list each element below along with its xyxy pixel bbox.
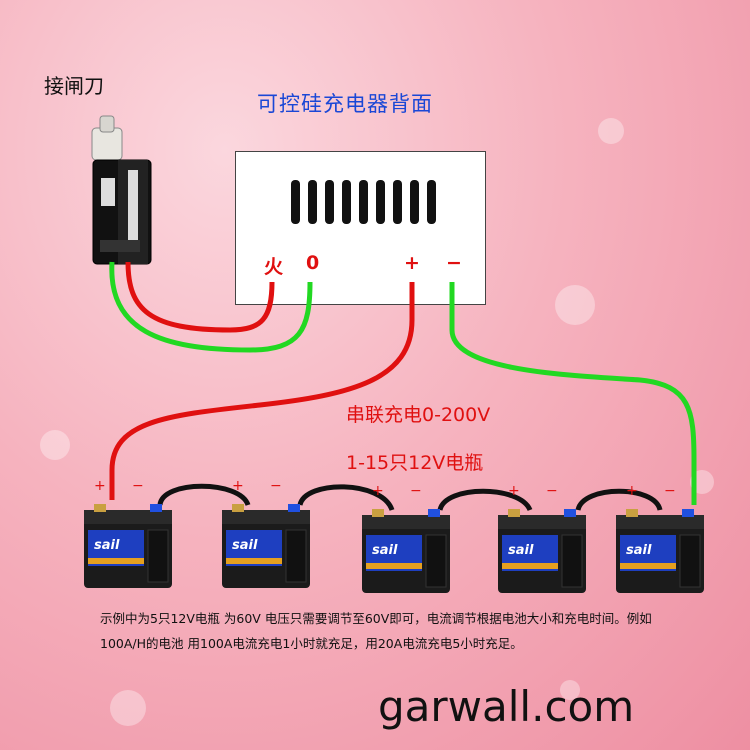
battery-plus-mark: + (94, 478, 106, 494)
vent-slot (376, 180, 385, 224)
charger-label: 可控硅充电器背面 (257, 92, 433, 116)
bubble-decoration (690, 470, 714, 494)
bubble-decoration (110, 690, 146, 726)
battery-minus-mark: − (664, 483, 676, 499)
battery-minus-mark: − (132, 478, 144, 494)
battery-shape (84, 504, 172, 588)
terminal-positive: + (404, 252, 420, 274)
battery-plus-mark: + (372, 483, 384, 499)
bubble-decoration (555, 285, 595, 325)
vent-slot (359, 180, 368, 224)
bubble-decoration (560, 680, 580, 700)
battery-shape (362, 509, 450, 593)
battery-plus-mark: + (626, 483, 638, 499)
vent-slot (427, 180, 436, 224)
terminal-negative: − (446, 252, 462, 274)
battery-count-label: 1-15只12V电瓶 (346, 452, 484, 474)
battery-minus-mark: − (270, 478, 282, 494)
battery-brand: sail (372, 543, 398, 558)
battery: sail (80, 500, 176, 590)
example-note: 示例中为5只12V电瓶 为60V 电压只需要调节至60V即可，电流调节根据电池大… (100, 611, 652, 651)
vent-slot (393, 180, 402, 224)
battery-shape (616, 509, 704, 593)
vent-slot (342, 180, 351, 224)
battery: sail (358, 505, 454, 595)
vent-slot (325, 180, 334, 224)
battery-plus-mark: + (508, 483, 520, 499)
charger-box: 火 0 + − (235, 151, 486, 305)
battery-brand: sail (232, 538, 258, 553)
site-watermark: garwall.com (378, 682, 635, 731)
battery-minus-mark: − (410, 483, 422, 499)
vent-slot (291, 180, 300, 224)
vent-slot (308, 180, 317, 224)
vent-slot (410, 180, 419, 224)
battery: sail (494, 505, 590, 595)
battery-brand: sail (94, 538, 120, 553)
knife-switch-body (91, 115, 152, 265)
battery-minus-mark: − (546, 483, 558, 499)
bubble-decoration (40, 430, 70, 460)
battery-plus-mark: + (232, 478, 244, 494)
bubble-decoration (598, 118, 624, 144)
battery-brand: sail (626, 543, 652, 558)
battery-brand: sail (508, 543, 534, 558)
terminal-live: 火 (264, 256, 284, 278)
terminal-neutral: 0 (306, 252, 320, 274)
series-voltage-label: 串联充电0-200V (346, 404, 491, 426)
battery: sail (612, 505, 708, 595)
battery: sail (218, 500, 314, 590)
battery-shape (498, 509, 586, 593)
switch-label: 接闸刀 (44, 74, 104, 98)
battery-shape (222, 504, 310, 588)
